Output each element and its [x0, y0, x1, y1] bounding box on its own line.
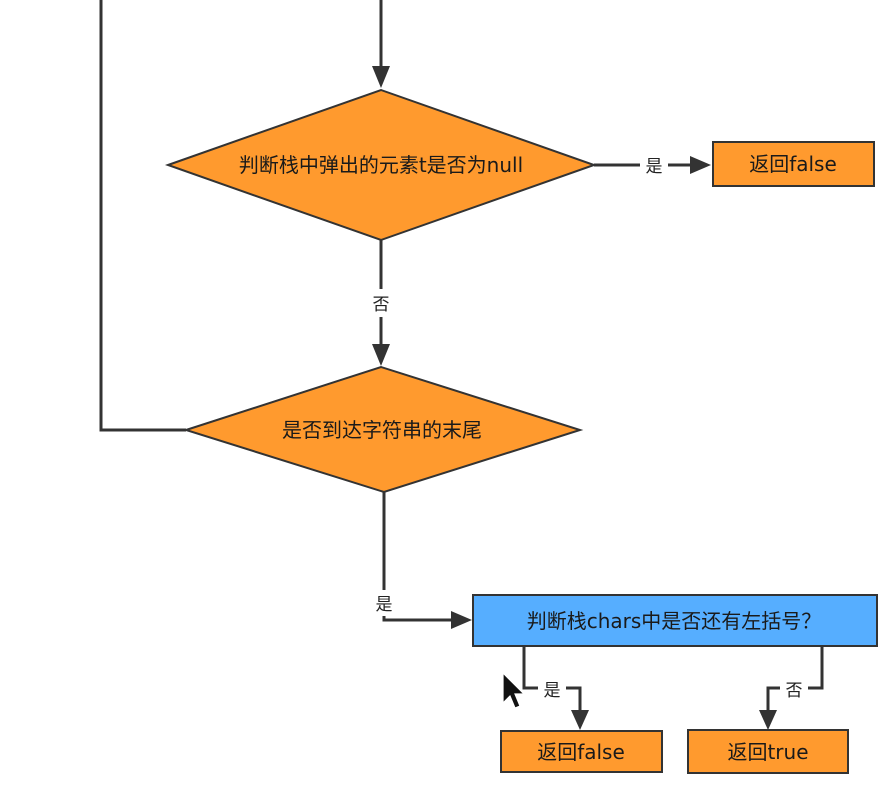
edge-null-yes-arrow — [690, 156, 711, 174]
edge-label-end-yes: 是 — [376, 595, 393, 615]
edge-end-yes — [382, 492, 452, 622]
return-false-top-node: 返回false — [712, 141, 875, 187]
decision-end-of-string-node: 是否到达字符串的末尾 — [182, 365, 584, 494]
terminal-box — [712, 141, 875, 187]
edge-label-bg — [780, 677, 808, 701]
return-false-top-label: 返回false — [749, 152, 837, 176]
process-box — [472, 594, 878, 647]
decision-pop-null-node: 判断栈中弹出的元素t是否为null — [164, 88, 598, 242]
mouse-cursor-icon — [502, 671, 526, 709]
decision-diamond — [182, 365, 584, 494]
return-false-bottom-label: 返回false — [537, 740, 625, 764]
edge-null-no-arrow — [372, 344, 390, 366]
edge-label-bg — [538, 677, 566, 701]
terminal-box — [687, 729, 849, 774]
process-left-bracket-node: 判断栈chars中是否还有左括号？ — [472, 594, 878, 647]
return-true-node: 返回true — [687, 729, 849, 774]
edge-loop-back — [99, 0, 186, 432]
decision-end-of-string-label: 是否到达字符串的末尾 — [282, 418, 482, 442]
edge-label-null-no: 否 — [373, 295, 390, 315]
edge-label-bracket-yes: 是 — [544, 681, 561, 701]
edge-end-yes-arrow — [451, 611, 472, 629]
process-left-bracket-label: 判断栈chars中是否还有左括号？ — [527, 609, 822, 633]
return-false-bottom-node: 返回false — [500, 730, 663, 773]
decision-diamond — [164, 88, 598, 242]
edge-label-bracket-no: 否 — [786, 681, 803, 701]
edge-label-bg — [370, 590, 398, 616]
edge-incoming-top-arrow — [372, 66, 390, 88]
terminal-box — [500, 730, 663, 773]
edge-bracket-yes-arrow — [571, 710, 589, 730]
edge-label-bg — [367, 289, 395, 317]
return-true-label: 返回true — [727, 740, 808, 764]
edge-bracket-no-arrow — [759, 710, 777, 730]
decision-pop-null-label: 判断栈中弹出的元素t是否为null — [239, 153, 523, 177]
edge-label-null-yes: 是 — [646, 157, 663, 177]
edge-label-bg — [640, 152, 668, 178]
